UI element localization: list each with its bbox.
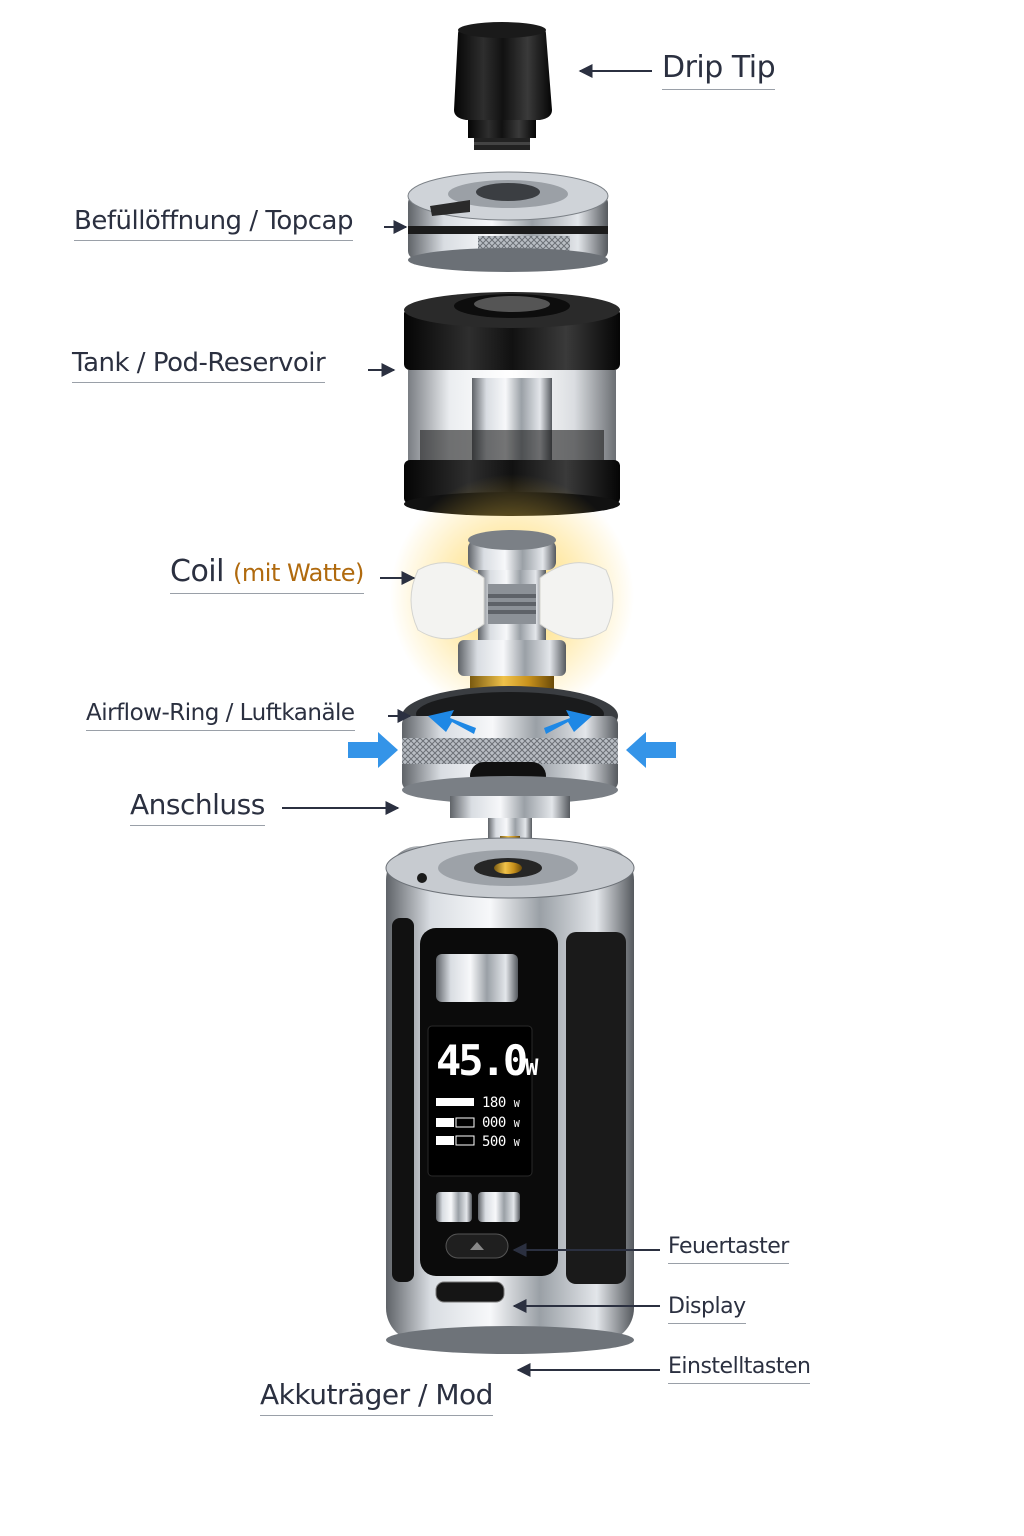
usb-port bbox=[435, 1281, 505, 1303]
airflow-arrow-right bbox=[626, 732, 676, 768]
drip-tip-part bbox=[454, 22, 552, 150]
label-airflow: Airflow-Ring / Luftkanäle bbox=[86, 700, 355, 731]
leader-lines bbox=[282, 64, 660, 1377]
airflow-arrows bbox=[348, 710, 676, 768]
adjust-button-right[interactable] bbox=[478, 1192, 520, 1222]
label-tank: Tank / Pod-Reservoir bbox=[72, 348, 326, 383]
screen-row-1: 180 W bbox=[482, 1095, 520, 1111]
mod-body bbox=[385, 837, 635, 1354]
label-mod: Akkuträger / Mod bbox=[260, 1378, 493, 1416]
screen-power-readout: 45.0W bbox=[436, 1036, 538, 1085]
label-anschluss: Anschluss bbox=[130, 788, 265, 826]
screen-icons bbox=[436, 1098, 475, 1146]
screen-power-value: 45.0 bbox=[436, 1036, 528, 1085]
screen-row-2: 000 W bbox=[482, 1115, 520, 1131]
coil-part bbox=[390, 474, 634, 718]
screen-row-3: 500 W bbox=[482, 1134, 520, 1150]
airflow-arrow-inner-right bbox=[544, 710, 592, 734]
label-topcap: Befüllöffnung / Topcap bbox=[74, 206, 353, 241]
adjust-button-left[interactable] bbox=[436, 1192, 472, 1222]
label-drip-tip: Drip Tip bbox=[662, 50, 776, 90]
label-coil-note: (mit Watte) bbox=[233, 559, 364, 587]
label-feuertaster: Feuertaster bbox=[668, 1234, 789, 1264]
label-einstelltasten: Einstelltasten bbox=[668, 1354, 811, 1384]
airflow-ring-part bbox=[402, 686, 618, 850]
label-coil: Coil (mit Watte) bbox=[170, 554, 364, 594]
topcap-part bbox=[407, 171, 609, 272]
screen-power-unit: W bbox=[525, 1056, 539, 1081]
label-coil-text: Coil bbox=[170, 554, 224, 589]
adjust-button-top[interactable] bbox=[436, 954, 518, 1002]
airflow-arrow-inner-left bbox=[428, 710, 476, 734]
label-display: Display bbox=[668, 1294, 746, 1324]
airflow-arrow-left bbox=[348, 732, 398, 768]
